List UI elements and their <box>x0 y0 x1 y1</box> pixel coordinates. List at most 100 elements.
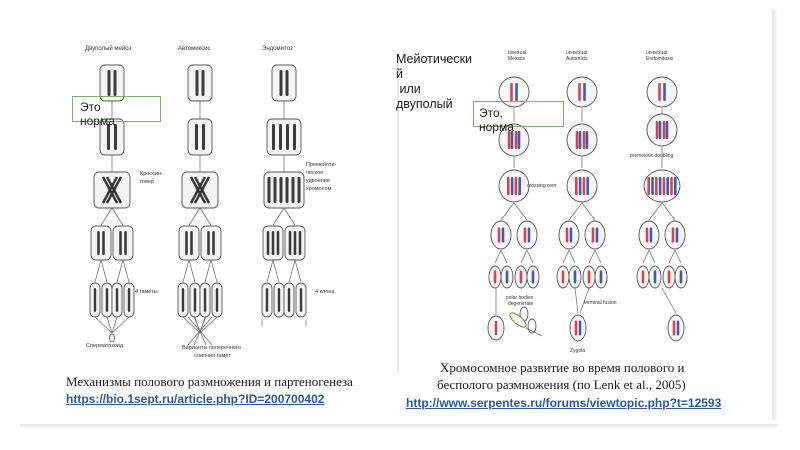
cell <box>498 123 530 157</box>
arrow-line <box>500 249 508 264</box>
chromosome <box>670 177 673 195</box>
right-source-link[interactable]: http://www.serpentes.ru/forums/viewtopic… <box>406 396 722 410</box>
cell <box>664 220 686 250</box>
cell <box>566 123 598 157</box>
chromosome <box>507 131 511 149</box>
label-terminal-fusion: terminal fusion <box>584 300 617 306</box>
arrow-line <box>210 259 218 283</box>
chromosome <box>272 124 275 150</box>
arrow-line <box>648 202 663 221</box>
arrow-line <box>288 259 296 283</box>
chromosome-red <box>578 83 581 101</box>
chromosome-blue <box>578 320 582 336</box>
arrow-line <box>188 207 201 226</box>
chromosome-blue <box>569 227 573 243</box>
cell <box>271 64 297 102</box>
arrow-line <box>204 259 212 283</box>
chromosome <box>531 270 535 284</box>
chromosome <box>195 124 198 150</box>
chromosome <box>494 321 498 335</box>
chromosome-red <box>565 227 569 243</box>
label-four-gametes: 4 гаметы <box>135 289 158 295</box>
arrow-line <box>272 207 285 226</box>
right-note-text-line1: Мейотически <box>396 52 473 66</box>
chromosome <box>287 288 291 312</box>
chromosome <box>586 177 589 195</box>
left-source-link[interactable]: https://bio.1sept.ru/article.php?ID=2007… <box>66 392 325 406</box>
sperm-icon <box>109 333 115 343</box>
chromosome <box>127 288 131 312</box>
right-note-text-line3: или <box>396 82 421 96</box>
chromosome <box>518 177 521 195</box>
chromosome-red <box>591 227 595 243</box>
arrow-line <box>283 207 296 226</box>
chromosome <box>273 177 277 203</box>
arrow-line <box>562 249 570 264</box>
right-caption-line1: Хромосомное развитие во время полового и <box>440 360 685 375</box>
arrow-line <box>100 207 113 226</box>
chromosome-blue <box>527 227 531 243</box>
chromosome-red <box>510 83 513 101</box>
slide-shadow-bottom <box>20 424 778 429</box>
arrow-line <box>188 259 196 283</box>
polar-body <box>527 318 537 334</box>
right-diagram <box>487 76 688 342</box>
cell <box>498 169 530 203</box>
chromosome <box>674 177 677 195</box>
arrow-line <box>494 249 502 264</box>
cell <box>200 225 222 261</box>
arrow-line <box>668 249 676 264</box>
right-note-text-line2: й <box>396 67 403 81</box>
chromosome <box>514 177 518 195</box>
chromosome <box>286 124 289 150</box>
arrow-line <box>182 259 190 283</box>
chromosome <box>667 270 671 284</box>
chromosome <box>561 270 565 284</box>
chromosome <box>519 270 523 284</box>
chromosome <box>291 177 295 203</box>
cell <box>584 220 606 250</box>
right-note-box-text: Это, норма <box>479 106 514 134</box>
chromosome <box>298 231 302 255</box>
chromosome <box>215 288 219 312</box>
label-premeiotic-doubling: premeiotic doubling <box>630 153 674 159</box>
chromosome <box>105 288 109 312</box>
arrow-line <box>674 249 682 264</box>
chromosome <box>113 70 117 96</box>
chromosome <box>493 270 497 284</box>
crossing-chromosomes <box>101 176 123 204</box>
arrow-line <box>520 249 528 264</box>
chromosome <box>195 70 199 96</box>
left-diagram <box>89 64 307 346</box>
chromosome-red <box>671 227 675 243</box>
chromosome <box>124 231 127 255</box>
fusion-line <box>111 316 118 334</box>
cell <box>90 225 112 261</box>
chromosome <box>202 124 205 150</box>
chromosome <box>293 124 296 150</box>
right-note-text-line4: двуполый <box>396 97 453 111</box>
chromosome-blue <box>675 227 679 243</box>
chromosome <box>207 231 210 255</box>
chromosome <box>517 131 521 149</box>
chromosome <box>575 177 578 195</box>
arrow-line <box>122 259 130 283</box>
cell <box>93 171 131 209</box>
chromosome <box>193 288 197 312</box>
cell <box>187 118 213 156</box>
chromosome <box>641 270 645 284</box>
arrow-line <box>588 249 596 264</box>
arrow-line <box>199 207 212 226</box>
sperm-icon <box>509 312 527 328</box>
fusion-line <box>94 316 113 334</box>
chromosome-blue <box>663 83 666 101</box>
chromosome-blue <box>676 320 680 336</box>
chromosome <box>185 231 188 255</box>
chromosome <box>297 177 301 203</box>
arrow-line <box>661 287 677 314</box>
arrow-line <box>594 249 602 264</box>
